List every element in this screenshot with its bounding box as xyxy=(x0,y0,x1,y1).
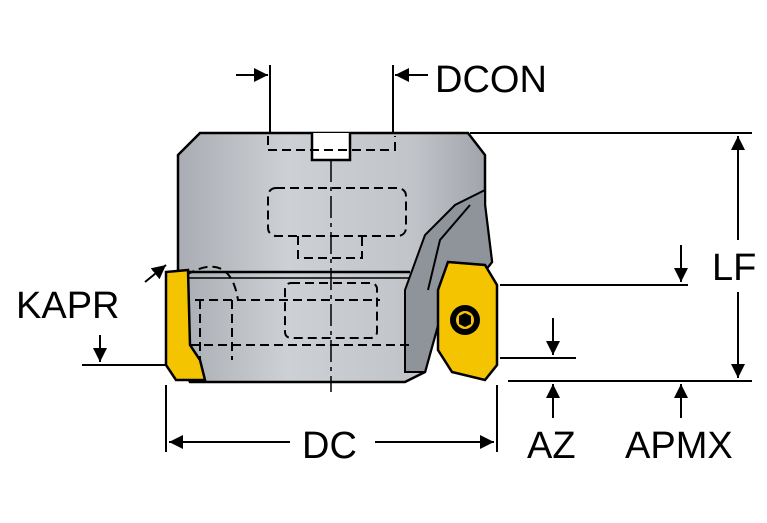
az-label: AZ xyxy=(527,425,576,467)
lf-label: LF xyxy=(712,247,756,289)
hidden-features xyxy=(185,136,410,360)
kapr-dimension xyxy=(82,264,167,366)
dcon-label: DCON xyxy=(435,59,547,101)
apmx-dimension xyxy=(500,245,688,418)
dc-label: DC xyxy=(302,425,357,467)
right-insert xyxy=(436,260,499,382)
apmx-label: APMX xyxy=(625,425,733,467)
az-dimension xyxy=(500,318,576,418)
lf-dimension xyxy=(470,132,752,382)
kapr-label: KAPR xyxy=(16,285,119,327)
dcon-dimension xyxy=(236,65,428,133)
left-insert xyxy=(164,268,207,382)
dc-dimension xyxy=(165,385,498,452)
